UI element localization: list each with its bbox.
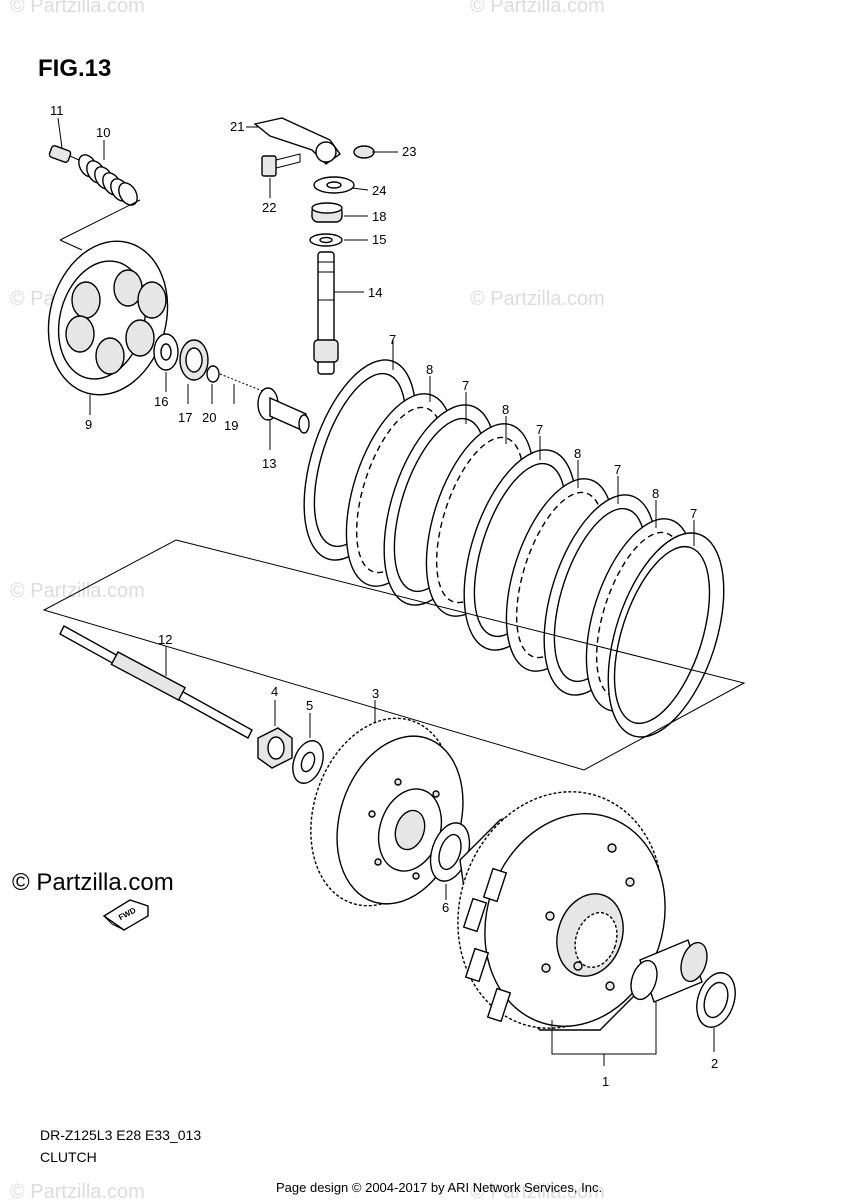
fwd-arrow-icon: FWD: [102, 899, 149, 931]
callout-20: 20: [202, 410, 216, 425]
model-code: DR-Z125L3 E28 E33_013: [40, 1127, 201, 1143]
callout-24: 24: [372, 183, 386, 198]
page-footer: Page design © 2004-2017 by ARI Network S…: [276, 1180, 602, 1195]
brand-watermark: © Partzilla.com: [12, 869, 174, 896]
callout-13: 13: [262, 456, 276, 471]
watermark-center-left: © Partzilla.com: [10, 580, 145, 602]
watermark-mid-right: © Partzilla.com: [470, 288, 605, 310]
callout-7-b: 7: [462, 378, 469, 393]
spring-10-coils: [78, 154, 138, 206]
callout-8-a: 8: [426, 362, 433, 377]
callout-17: 17: [178, 410, 192, 425]
callout-3: 3: [372, 686, 379, 701]
watermark-bottom-right: © Partzilla.com: [470, 1181, 605, 1200]
mainshaft: [59, 625, 253, 739]
callout-8-d: 8: [652, 486, 659, 501]
callout-12: 12: [158, 632, 172, 647]
thrust-washer-6: [429, 822, 471, 900]
callout-19: 19: [224, 418, 238, 433]
bolt-and-spring: [48, 117, 141, 251]
callout-7-a: 7: [389, 332, 396, 347]
callout-9: 9: [85, 417, 92, 432]
callout-5: 5: [306, 698, 313, 713]
callout-7-e: 7: [690, 506, 697, 521]
callout-7-c: 7: [536, 422, 543, 437]
callout-18: 18: [372, 209, 386, 224]
callout-11: 11: [50, 103, 64, 118]
callout-21: 21: [230, 119, 244, 134]
watermark-top-left: © Partzilla.com: [10, 0, 145, 17]
callout-1: 1: [602, 1074, 609, 1089]
clutch-plates-stack: [303, 340, 725, 738]
primary-driven-gear: [310, 700, 464, 907]
callout-6: 6: [442, 900, 449, 915]
clutch-housing: [457, 791, 666, 1066]
nut-and-washer: [257, 700, 324, 784]
callout-7-d: 7: [614, 462, 621, 477]
release-shaft-assembly: [246, 117, 398, 375]
callout-14: 14: [368, 285, 382, 300]
callout-15: 15: [372, 232, 386, 247]
callout-8-b: 8: [502, 402, 509, 417]
callout-labels: 1 2 3 4 5 6 7 7 7 7 7 8 8 8 8 9 10 11 12…: [50, 103, 718, 1089]
callout-2: 2: [711, 1056, 718, 1071]
plate-group-outline: [42, 539, 746, 771]
watermark-top-right: © Partzilla.com: [470, 0, 605, 17]
watermark-bottom-left: © Partzilla.com: [10, 1181, 145, 1200]
callout-16: 16: [154, 394, 168, 409]
section-name: CLUTCH: [40, 1149, 97, 1165]
callout-10: 10: [96, 125, 110, 140]
release-parts: [153, 333, 310, 450]
callout-22: 22: [262, 200, 276, 215]
pressure-plate: [47, 240, 169, 415]
callout-8-c: 8: [574, 446, 581, 461]
spacer-and-washer: [630, 939, 736, 1052]
callout-23: 23: [402, 144, 416, 159]
figure-title: FIG.13: [38, 55, 111, 82]
callout-4: 4: [271, 684, 278, 699]
